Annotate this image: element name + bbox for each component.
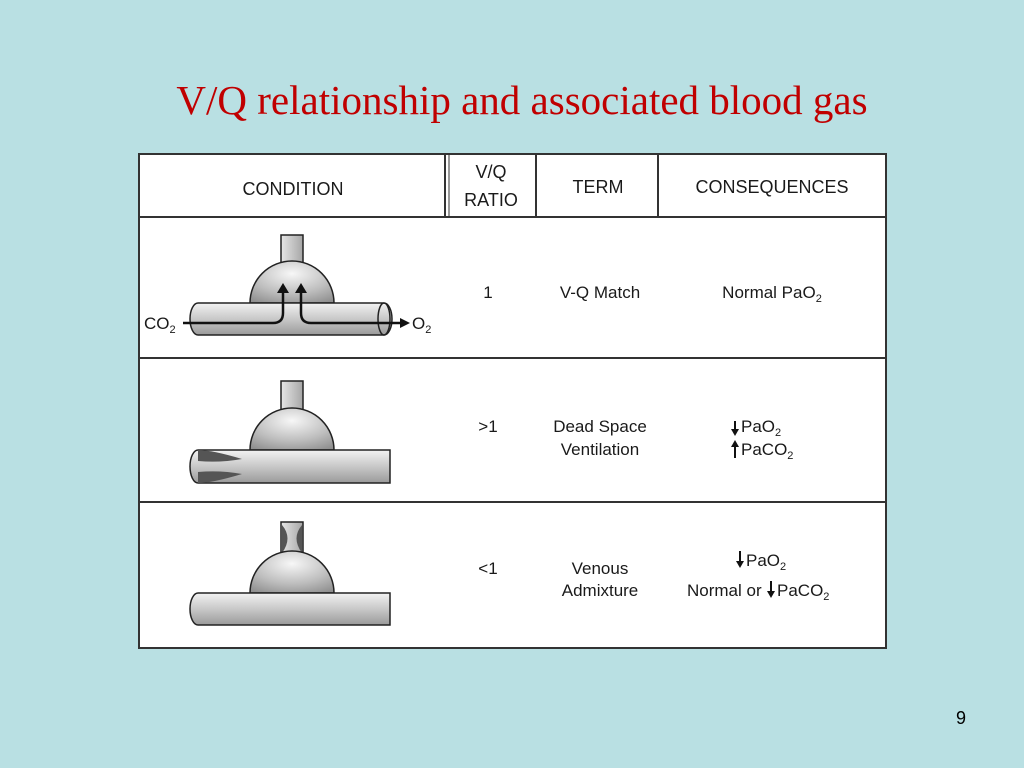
svg-text:PaO2: PaO2 — [746, 551, 786, 573]
alveolus — [249, 407, 335, 451]
vq-table-svg: CONDITION V/Q RATIO TERM CONSEQUENCES CO… — [138, 153, 887, 649]
capillary — [189, 592, 391, 626]
svg-text:Normal or: Normal or — [687, 581, 762, 600]
co2-label: CO2 — [144, 314, 176, 336]
header-ratio-line2: RATIO — [464, 190, 518, 210]
term-cell: V-Q Match — [560, 283, 640, 302]
header-consequences: CONSEQUENCES — [695, 177, 848, 197]
svg-text:PaO2: PaO2 — [741, 417, 781, 439]
term-cell: Venous — [572, 559, 629, 578]
venous-admixture-diagram — [189, 521, 391, 626]
capillary-obstruction — [198, 471, 242, 483]
capillary — [189, 302, 393, 336]
o2-label: O2 — [412, 314, 431, 336]
right-arrow-icon — [400, 318, 410, 328]
down-arrow-icon — [736, 561, 744, 568]
down-arrow-icon — [767, 591, 775, 598]
co2-flow-line — [183, 288, 285, 325]
consequence-cell: PaO2 Normal or PaCO2 — [687, 551, 829, 603]
term-cell: Dead Space — [553, 417, 647, 436]
capillary — [189, 449, 391, 484]
airway-obstruction — [296, 525, 302, 553]
header-ratio-line1: V/Q — [475, 162, 506, 182]
slide-title: V/Q relationship and associated blood ga… — [176, 77, 868, 123]
capillary-end — [377, 302, 391, 336]
o2-flow-line — [299, 288, 403, 325]
capillary-obstruction — [198, 450, 242, 462]
ratio-cell: 1 — [483, 283, 492, 302]
up-arrow-icon — [277, 283, 289, 293]
dead-space-diagram — [189, 380, 391, 484]
consequence-cell: PaO2 PaCO2 — [731, 417, 793, 462]
page-number: 9 — [955, 708, 966, 728]
header-condition: CONDITION — [243, 179, 344, 199]
ratio-cell: <1 — [478, 559, 497, 578]
svg-text:PaCO2: PaCO2 — [777, 581, 829, 603]
ratio-cell: >1 — [478, 417, 497, 436]
up-arrow-icon — [295, 283, 307, 293]
alveolus — [249, 550, 335, 594]
airway-obstruction — [282, 525, 288, 553]
up-arrow-icon — [731, 440, 739, 447]
term-cell: Ventilation — [561, 440, 639, 459]
consequence-cell: Normal PaO2 — [722, 283, 822, 305]
vq-table-figure: CONDITION V/Q RATIO TERM CONSEQUENCES CO… — [138, 153, 887, 649]
down-arrow-icon — [731, 429, 739, 436]
vq-match-diagram: CO2 O2 — [144, 234, 431, 336]
term-cell: Admixture — [562, 581, 639, 600]
header-term: TERM — [573, 177, 624, 197]
table-frame — [138, 153, 887, 649]
svg-text:PaCO2: PaCO2 — [741, 440, 793, 462]
alveolus — [249, 260, 335, 304]
